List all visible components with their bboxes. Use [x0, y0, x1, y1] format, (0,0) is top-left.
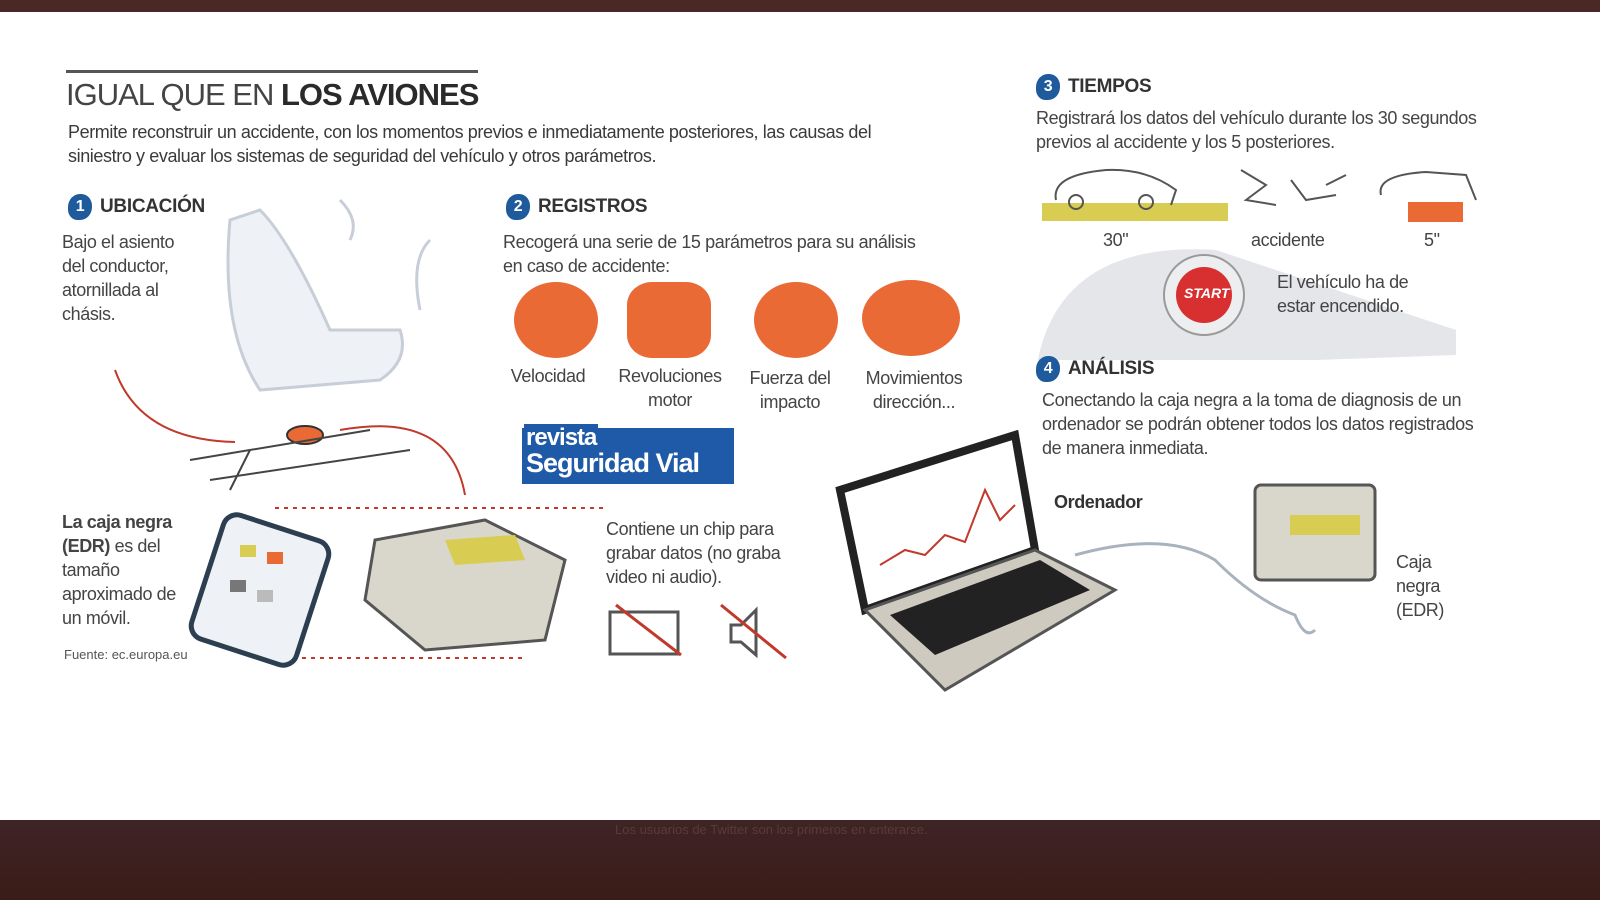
engine-on-note: El vehículo ha de estar encendido.	[1277, 272, 1409, 316]
source-text: Fuente: ec.europa.eu	[64, 647, 188, 662]
black-box-label: Caja negra (EDR)	[1396, 552, 1444, 620]
timeline-label-accident: accidente	[1251, 230, 1325, 250]
timeline-illustration	[1037, 168, 1477, 360]
timeline-label-before: 30"	[1103, 230, 1129, 250]
number-badge: 1	[68, 194, 92, 220]
size-text: La caja negra (EDR) es del tamaño aproxi…	[62, 512, 176, 628]
ubicacion-text: Bajo el asiento del conductor, atornilla…	[62, 232, 175, 324]
background-caption: Los usuarios de Twitter son los primeros…	[615, 822, 928, 837]
timeline-label-after: 5"	[1424, 230, 1440, 250]
registros-text: Recogerá una serie de 15 parámetros para…	[503, 232, 916, 276]
tiempos-text: Registrará los datos del vehículo durant…	[1036, 108, 1477, 152]
computer-label: Ordenador	[1054, 492, 1143, 512]
phone-and-edr-illustration	[188, 507, 605, 668]
bottom-frame-bar	[0, 820, 1600, 900]
impact-icon	[754, 282, 838, 358]
number-badge: 4	[1036, 356, 1060, 382]
param-label: Revoluciones motor	[618, 366, 722, 410]
start-button-label: START	[1184, 285, 1230, 301]
number-badge: 3	[1036, 74, 1060, 100]
param-label: Velocidad	[510, 366, 586, 386]
intro-text: Permite reconstruir un accidente, con lo…	[68, 122, 872, 166]
param-label: Movimientos dirección...	[865, 368, 963, 412]
steering-road-icon	[862, 280, 960, 356]
engine-icon	[627, 282, 711, 358]
no-video-no-audio-icons	[608, 603, 787, 660]
top-frame-bar	[0, 0, 1600, 12]
chip-text: Contiene un chip para grabar datos (no g…	[606, 519, 781, 587]
speedometer-icon	[514, 282, 598, 358]
analisis-text: Conectando la caja negra a la toma de di…	[1042, 390, 1474, 458]
car-seat-illustration	[114, 198, 466, 496]
infographic-title: IGUAL QUE EN LOS AVIONES	[66, 70, 479, 113]
number-badge: 2	[506, 194, 530, 220]
laptop-and-edr-illustration	[835, 430, 1377, 692]
param-label: Fuerza del impacto	[749, 368, 831, 412]
